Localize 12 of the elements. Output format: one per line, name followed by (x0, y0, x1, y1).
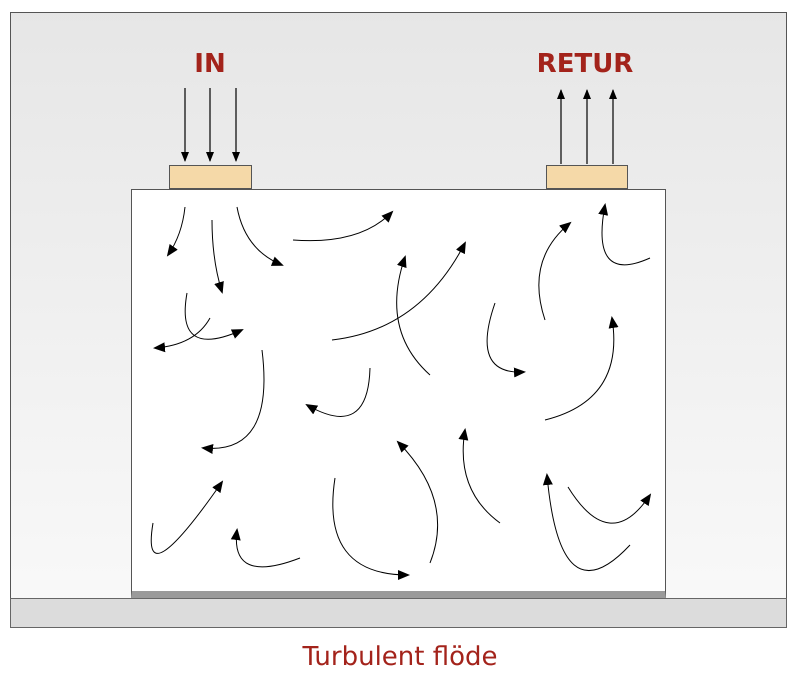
arrow (557, 89, 565, 164)
arrow (232, 88, 240, 162)
arrow (583, 89, 591, 164)
arrow (206, 88, 214, 162)
flow-label: IN (170, 44, 250, 84)
vent-grille (546, 165, 628, 189)
flow-label: RETUR (525, 44, 645, 84)
arrow (609, 89, 617, 164)
arrow (181, 88, 189, 162)
floor (10, 598, 787, 628)
vent-grille (169, 165, 252, 189)
caption: Turbulent flöde (301, 641, 499, 674)
